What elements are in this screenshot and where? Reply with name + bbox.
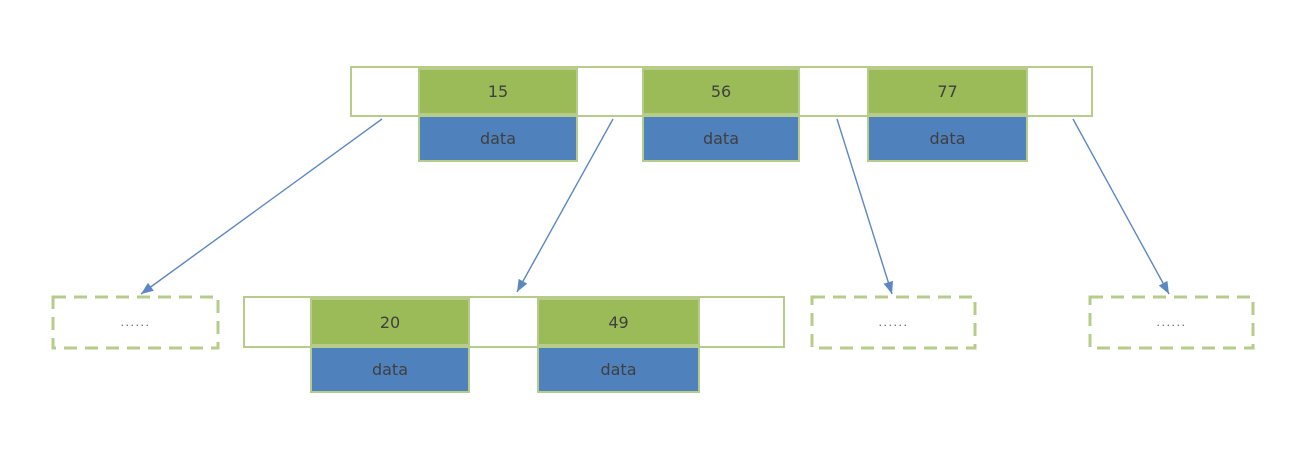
root-key-cell-2: 56 data — [642, 68, 800, 162]
root-data-box-1: data — [418, 115, 578, 162]
root-data-2-label: data — [702, 129, 740, 148]
child-pointer-cell-3 — [700, 298, 783, 346]
child-data-box-1: data — [310, 346, 470, 393]
child-key-cell-2: 49 data — [537, 298, 700, 393]
arrow-pointer1-to-left-child — [140, 118, 383, 295]
placeholder-node-middle: ...... — [812, 297, 975, 348]
child-data-box-2: data — [537, 346, 700, 393]
root-pointer-cell-4 — [1028, 68, 1091, 115]
child-key-2-value: 49 — [608, 312, 629, 332]
placeholder-left-label: ...... — [120, 316, 151, 329]
child-pointer-cell-2 — [470, 298, 537, 346]
root-key-3-value: 77 — [937, 82, 958, 101]
child-key-1-value: 20 — [379, 312, 401, 332]
root-key-cell-1: 15 data — [418, 68, 578, 162]
root-data-1-label: data — [479, 129, 517, 148]
root-data-3-label: data — [929, 129, 966, 148]
child-data-1-label: data — [371, 360, 409, 379]
child-data-2-label: data — [600, 360, 637, 379]
root-pointer-cell-1 — [352, 68, 418, 115]
placeholder-middle-label: ...... — [878, 316, 909, 329]
root-key-2-value: 56 — [710, 82, 732, 101]
child-pointer-cell-1 — [245, 298, 310, 346]
child-node: 20 data 49 data — [243, 296, 785, 393]
root-node: 15 data 56 data 77 data — [350, 66, 1093, 162]
placeholder-right-label: ...... — [1156, 316, 1187, 329]
root-data-box-2: data — [642, 115, 800, 162]
root-pointer-cell-3 — [800, 68, 867, 115]
arrow-pointer4-to-right-child — [1072, 118, 1170, 295]
root-pointer-cell-2 — [578, 68, 642, 115]
root-data-box-3: data — [867, 115, 1028, 162]
root-key-cell-3: 77 data — [867, 68, 1028, 162]
root-key-1-value: 15 — [487, 82, 509, 101]
child-key-cell-1: 20 data — [310, 298, 470, 393]
placeholder-node-left: ...... — [53, 297, 218, 348]
placeholder-node-right: ...... — [1090, 297, 1253, 348]
